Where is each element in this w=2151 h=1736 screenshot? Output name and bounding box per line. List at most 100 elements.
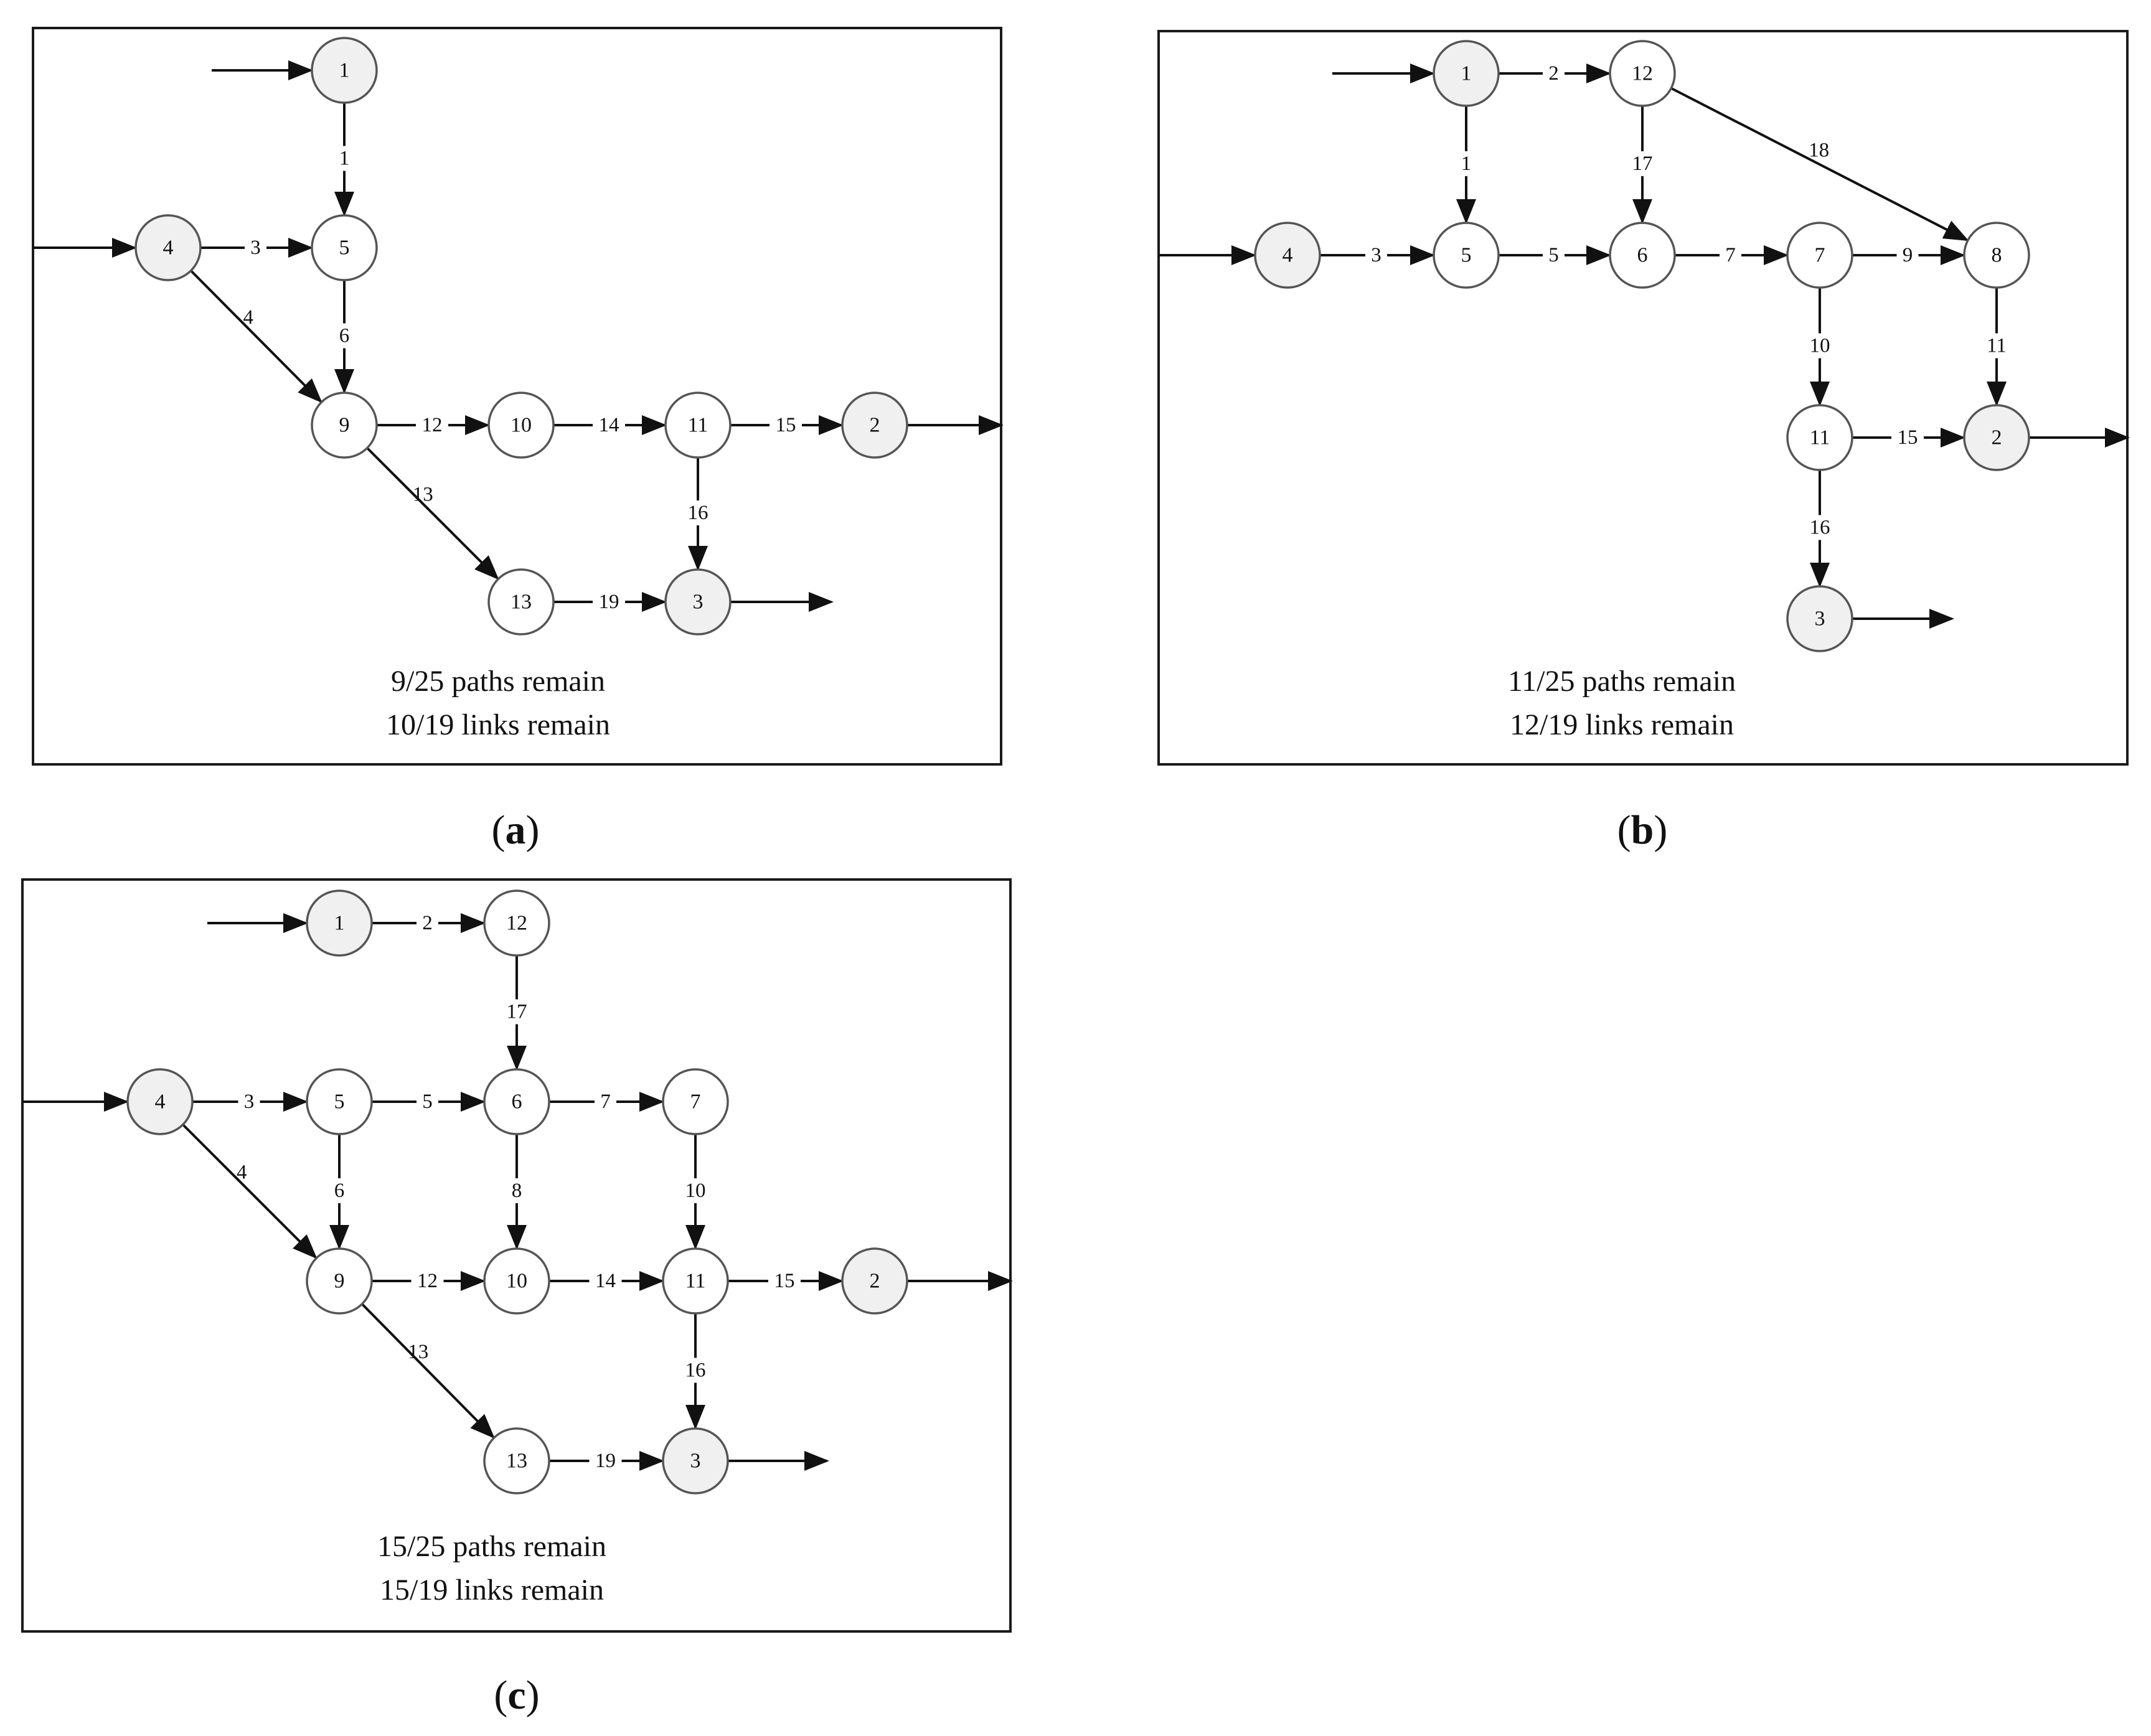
node-label: 13 bbox=[511, 591, 532, 614]
node-label: 9 bbox=[339, 414, 350, 437]
panel-a-tag: (a) bbox=[492, 807, 540, 853]
panel-c-tag: (c) bbox=[494, 1673, 539, 1718]
link-label-bg bbox=[595, 1089, 616, 1114]
link-label-bg bbox=[411, 1269, 444, 1293]
link-label: 13 bbox=[408, 1341, 428, 1363]
link-label: 3 bbox=[244, 1091, 255, 1113]
link-label-bg bbox=[1455, 151, 1477, 176]
node-label: 3 bbox=[693, 591, 704, 614]
node-circle bbox=[306, 1247, 373, 1315]
link-label-bg bbox=[416, 413, 448, 438]
node-label: 10 bbox=[506, 1270, 527, 1293]
od-node-circle bbox=[1786, 585, 1853, 652]
link-label: 2 bbox=[422, 912, 433, 934]
link-label-bg bbox=[1543, 61, 1565, 86]
node-label: 1 bbox=[339, 59, 350, 82]
node-circle bbox=[483, 1247, 550, 1315]
link-label-bg bbox=[501, 999, 533, 1025]
od-node-circle bbox=[1254, 222, 1321, 289]
panel-a-caption-paths: 9/25 paths remain bbox=[391, 665, 605, 698]
link-label-bg bbox=[589, 1448, 622, 1473]
link-label-bg bbox=[1626, 151, 1659, 176]
node-label: 4 bbox=[155, 1091, 166, 1114]
node-label: 6 bbox=[1637, 244, 1648, 267]
node-label: 3 bbox=[1815, 608, 1825, 631]
node-label: 2 bbox=[870, 414, 880, 437]
link-4-9 bbox=[182, 1124, 318, 1259]
node-label: 11 bbox=[685, 1270, 706, 1293]
node-label: 13 bbox=[506, 1450, 527, 1473]
node-label: 11 bbox=[1810, 426, 1830, 449]
link-label: 12 bbox=[417, 1270, 438, 1292]
node-circle bbox=[487, 568, 555, 636]
node-circle bbox=[311, 214, 378, 281]
od-node-circle bbox=[841, 392, 908, 459]
link-label: 7 bbox=[600, 1091, 611, 1113]
node-circle bbox=[311, 392, 378, 459]
node-label: 10 bbox=[511, 414, 532, 437]
link-label-bg bbox=[333, 323, 355, 349]
panel-a-caption-links: 10/19 links remain bbox=[386, 708, 610, 741]
link-4-9 bbox=[190, 270, 322, 403]
node-label: 5 bbox=[1461, 244, 1472, 267]
node-circle bbox=[483, 1068, 550, 1135]
node-label: 1 bbox=[334, 912, 345, 935]
panel-b-tag: (b) bbox=[1617, 807, 1668, 853]
link-label: 19 bbox=[599, 591, 619, 613]
panel-b-frame bbox=[1157, 30, 2129, 766]
node-circle bbox=[483, 889, 550, 957]
node-label: 12 bbox=[1632, 62, 1653, 85]
node-circle bbox=[1786, 222, 1853, 289]
link-label: 15 bbox=[1898, 426, 1918, 449]
link-label: 9 bbox=[1903, 244, 1913, 266]
link-label-bg bbox=[589, 1269, 622, 1293]
link-label: 15 bbox=[776, 414, 796, 436]
link-label: 16 bbox=[688, 502, 708, 524]
panel-b-caption-paths: 11/25 paths remain bbox=[1508, 665, 1736, 698]
link-label-bg bbox=[593, 589, 625, 614]
od-node-circle bbox=[134, 214, 202, 281]
link-12-8 bbox=[1670, 87, 1969, 242]
node-circle bbox=[1963, 222, 2030, 289]
link-label-bg bbox=[238, 1089, 260, 1114]
link-label: 13 bbox=[413, 483, 433, 505]
od-node-circle bbox=[306, 889, 373, 957]
link-label-bg bbox=[417, 1089, 438, 1114]
node-circle bbox=[1609, 40, 1676, 107]
node-label: 8 bbox=[1992, 244, 2002, 267]
link-label: 10 bbox=[1810, 335, 1830, 357]
node-label: 4 bbox=[163, 237, 174, 260]
link-label: 19 bbox=[595, 1450, 616, 1472]
link-label: 1 bbox=[339, 148, 350, 170]
node-label: 6 bbox=[512, 1091, 522, 1114]
od-node-circle bbox=[126, 1068, 194, 1135]
link-label: 5 bbox=[1548, 244, 1559, 266]
node-label: 4 bbox=[1283, 244, 1293, 267]
link-label-bg bbox=[1365, 243, 1387, 268]
link-label-bg bbox=[1720, 243, 1741, 268]
node-label: 11 bbox=[688, 414, 708, 437]
panel-b-tag-letter: b bbox=[1631, 807, 1654, 853]
panel-a-frame bbox=[32, 27, 1002, 766]
node-label: 7 bbox=[1815, 244, 1825, 267]
link-label: 14 bbox=[599, 414, 619, 436]
node-circle bbox=[483, 1427, 550, 1494]
link-label: 7 bbox=[1725, 244, 1736, 266]
link-label-bg bbox=[682, 500, 714, 525]
link-9-13 bbox=[366, 447, 499, 580]
link-label: 6 bbox=[339, 325, 350, 347]
node-circle bbox=[664, 392, 732, 459]
panel-c-tag-letter: c bbox=[507, 1673, 525, 1718]
link-label-bg bbox=[1896, 243, 1919, 268]
od-node-circle bbox=[1963, 404, 2030, 471]
link-label: 18 bbox=[1809, 139, 1829, 162]
link-label-bg bbox=[768, 1269, 801, 1293]
node-circle bbox=[306, 1068, 373, 1135]
link-label: 3 bbox=[1371, 244, 1381, 266]
node-circle bbox=[662, 1247, 729, 1315]
